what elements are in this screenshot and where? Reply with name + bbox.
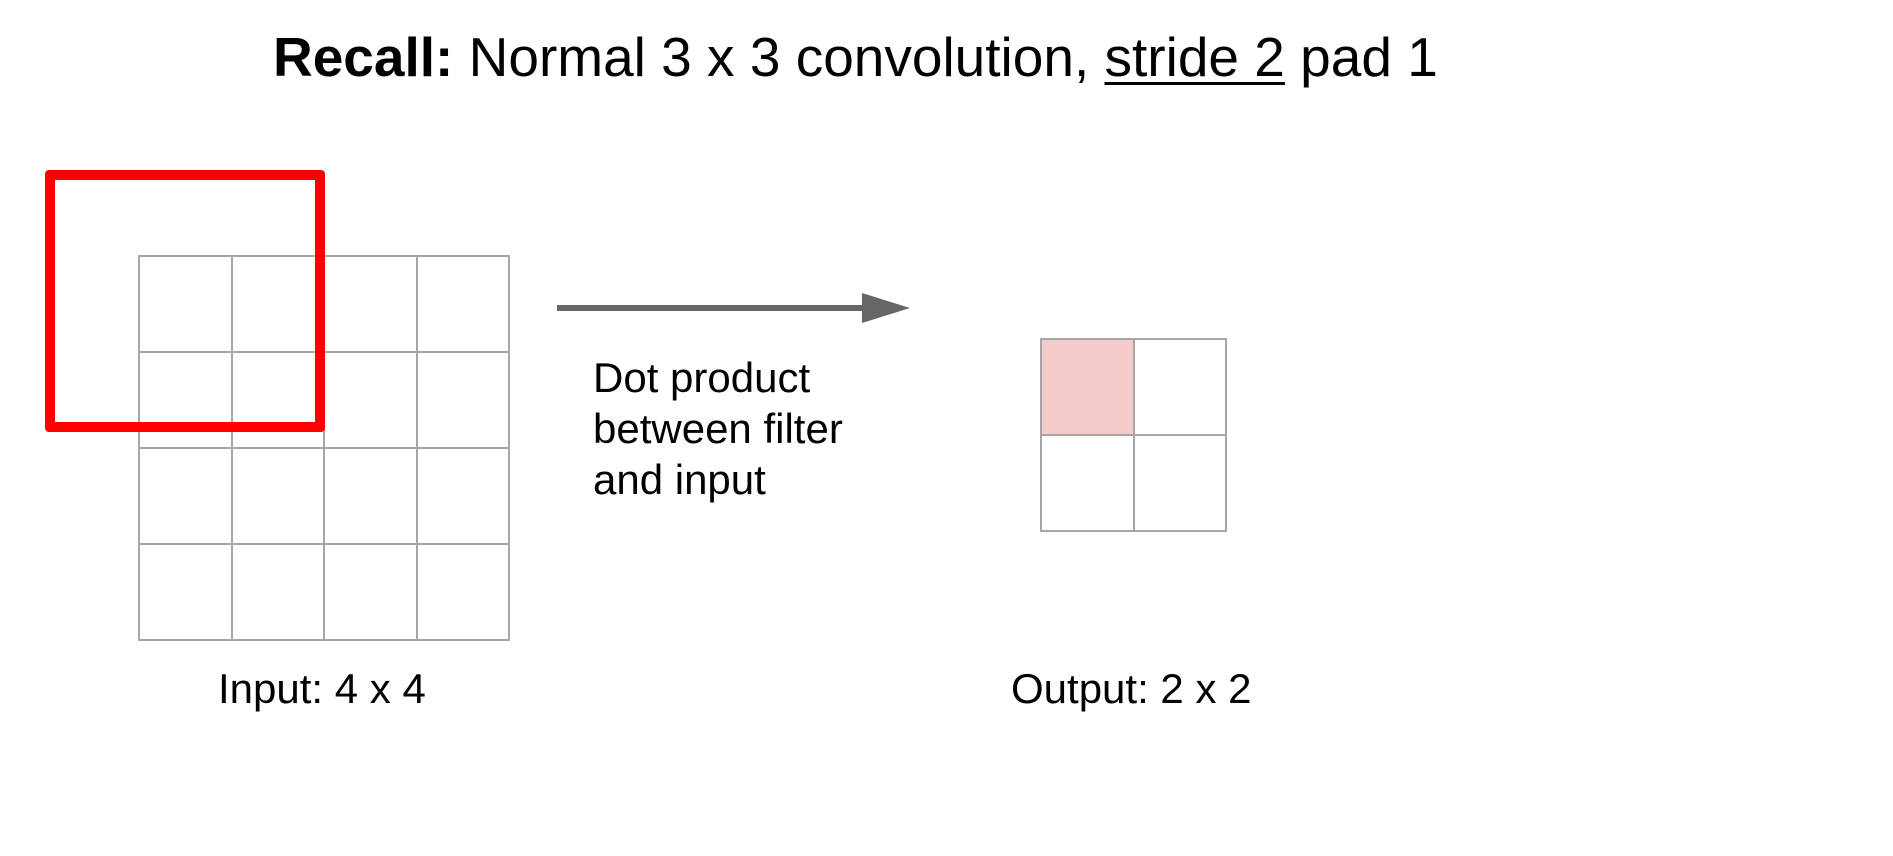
grid-cell: [325, 545, 418, 641]
dot-product-text: Dot product between filter and input: [593, 352, 843, 505]
grid-cell: [140, 257, 233, 353]
arrow-head: [862, 293, 910, 323]
grid-cell: [232, 257, 325, 353]
grid-cell: [1042, 340, 1135, 436]
grid-cell: [232, 353, 325, 449]
grid-cell: [325, 257, 418, 353]
slide-title: Recall: Normal 3 x 3 convolution, stride…: [273, 22, 1438, 92]
grid-cell: [140, 449, 233, 545]
output-label: Output: 2 x 2: [1011, 665, 1252, 712]
dot-text-line: between filter: [593, 405, 843, 452]
grid-cell: [140, 353, 233, 449]
input-grid: [138, 255, 510, 641]
output-grid: [1040, 338, 1227, 532]
grid-cell: [325, 353, 418, 449]
title-bold: Recall:: [273, 26, 454, 88]
grid-cell: [232, 449, 325, 545]
grid-cell: [325, 449, 418, 545]
grid-cell: [417, 353, 510, 449]
grid-cell: [1134, 436, 1227, 532]
grid-cell: [417, 257, 510, 353]
title-pre: Normal 3 x 3 convolution,: [468, 26, 1090, 88]
input-label: Input: 4 x 4: [218, 665, 426, 712]
grid-cell: [417, 449, 510, 545]
dot-text-line: Dot product: [593, 354, 811, 401]
dot-text-line: and input: [593, 456, 766, 503]
grid-cell: [417, 545, 510, 641]
title-post: pad 1: [1300, 26, 1438, 88]
grid-cell: [140, 545, 233, 641]
grid-cell: [1042, 436, 1135, 532]
grid-cell: [1134, 340, 1227, 436]
title-underlined: stride 2: [1104, 26, 1285, 88]
arrow-icon: [557, 293, 910, 323]
grid-cell: [232, 545, 325, 641]
filter-window: [45, 170, 325, 432]
